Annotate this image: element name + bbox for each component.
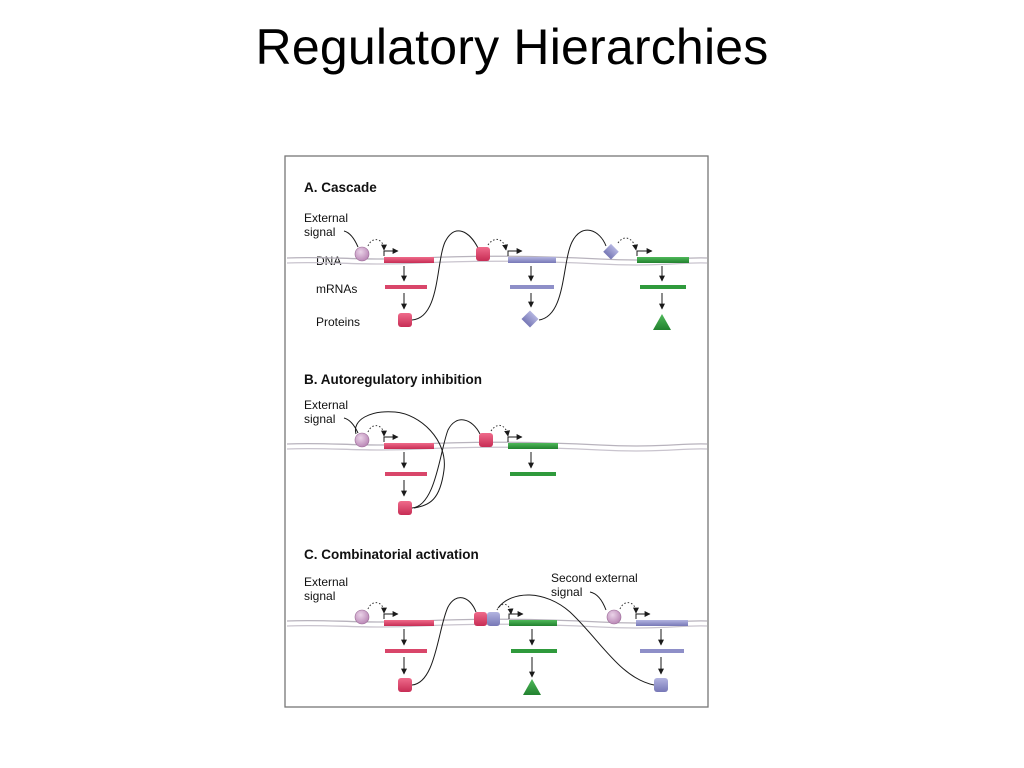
promoter-arrow [383, 611, 399, 619]
protein-green [653, 314, 671, 330]
second-external-signal-label-line1: Second external [551, 571, 638, 585]
protein-red [398, 678, 412, 692]
panel-a-external-signal-label-line2: signal [304, 225, 335, 239]
mrna-red [385, 285, 427, 289]
panel-b-external-signal-label-line1: External [304, 398, 348, 412]
signal-pointer-line [343, 230, 359, 248]
promoter-arrow [508, 611, 524, 619]
panel-c-external-signal-label-line2: signal [304, 589, 335, 603]
second-external-signal-molecule [606, 609, 622, 625]
activation-arrow [496, 603, 514, 615]
promoter-arrow [507, 434, 523, 442]
regulation-curve [411, 419, 481, 509]
second-external-signal-label-line2: signal [551, 585, 582, 599]
gene-green [508, 443, 558, 449]
dna-strand [286, 446, 708, 452]
gene-red [384, 257, 434, 263]
gene-green [637, 257, 689, 263]
mrna-blue [640, 649, 684, 653]
promoter-arrow [635, 611, 651, 619]
external-signal-molecule [354, 609, 370, 625]
gene-red [384, 620, 434, 626]
gene-green [509, 620, 557, 626]
protein-blue [521, 310, 539, 328]
gene-red [384, 443, 434, 449]
external-signal-molecule [354, 432, 370, 448]
protein-red [398, 501, 412, 515]
regulation-curve [538, 229, 607, 321]
panel-c-combinatorial-activation: C. Combinatorial activation External sig… [286, 547, 708, 695]
panel-b-heading: B. Autoregulatory inhibition [304, 372, 482, 387]
mrna-red [385, 472, 427, 476]
inhibition-loop [355, 411, 445, 509]
panel-a-heading: A. Cascade [304, 180, 377, 195]
mrna-green [510, 472, 556, 476]
bound-protein-red [479, 433, 493, 447]
protein-green [523, 679, 541, 695]
protein-red [398, 313, 412, 327]
bound-protein-red [476, 247, 490, 261]
promoter-arrow [383, 248, 399, 256]
slide-title: Regulatory Hierarchies [255, 19, 769, 75]
dna-label: DNA [316, 254, 341, 268]
mrna-blue [510, 285, 554, 289]
dna-strand [286, 623, 708, 629]
panel-c-heading: C. Combinatorial activation [304, 547, 479, 562]
panel-b-external-signal-label-line2: signal [304, 412, 335, 426]
mrna-red [385, 649, 427, 653]
gene-blue [636, 620, 688, 626]
proteins-label: Proteins [316, 315, 360, 329]
bound-protein-red [474, 612, 487, 626]
panel-c-external-signal-label-line1: External [304, 575, 348, 589]
panel-a-external-signal-label-line1: External [304, 211, 348, 225]
mrna-green [511, 649, 557, 653]
dna-strand [286, 441, 708, 447]
bound-protein-blue [487, 612, 500, 626]
promoter-arrow [383, 434, 399, 442]
signal-pointer-line [343, 417, 359, 434]
panel-a-cascade: A. Cascade External signal DNA mRNAs Pro… [286, 180, 708, 330]
mrnas-label: mRNAs [316, 282, 357, 296]
regulation-curve [411, 230, 479, 321]
gene-blue [508, 257, 556, 263]
bound-protein-blue [603, 243, 619, 260]
protein-blue [654, 678, 668, 692]
external-signal-molecule [354, 246, 370, 262]
regulation-curve [411, 597, 477, 686]
panel-b-autoregulatory-inhibition: B. Autoregulatory inhibition External si… [286, 372, 708, 515]
promoter-arrow [507, 248, 523, 256]
dna-strand [286, 260, 708, 266]
promoter-arrow [636, 248, 653, 256]
mrna-green [640, 285, 686, 289]
signal-pointer-line [589, 591, 607, 611]
regulation-curve [497, 594, 655, 686]
